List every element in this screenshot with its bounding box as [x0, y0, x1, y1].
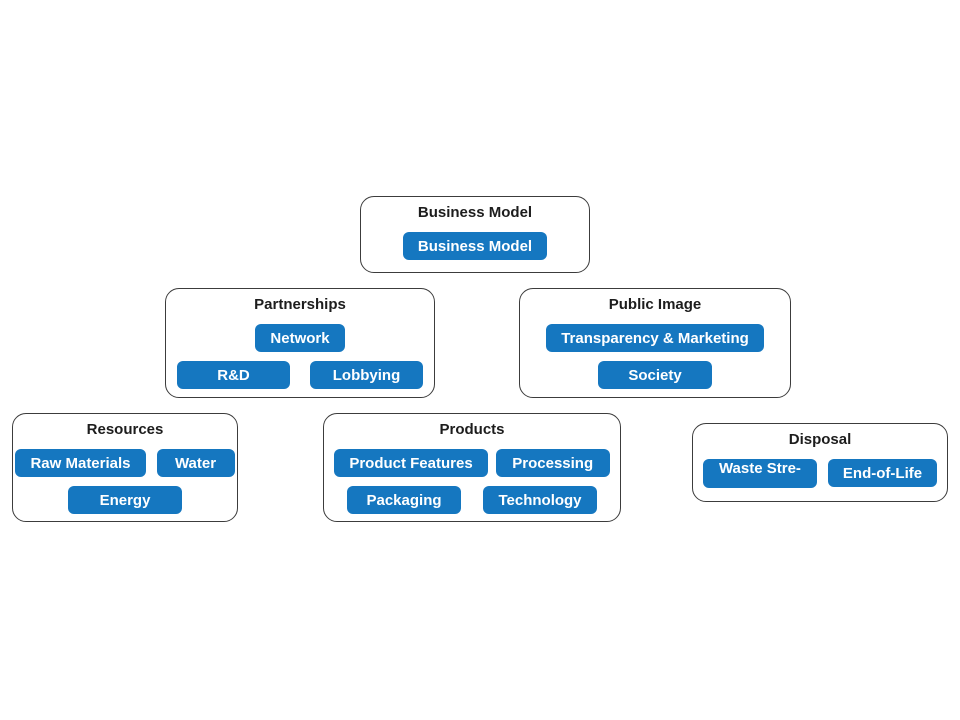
group-title-public-image: Public Image: [608, 296, 702, 313]
group-partnerships[interactable]: Partnerships Network R&D Lobbying: [165, 288, 435, 398]
node-row: Society: [598, 361, 712, 389]
node-processing[interactable]: Processing: [495, 449, 610, 477]
node-lobbying[interactable]: Lobbying: [310, 361, 423, 389]
group-title-business-model: Business Model: [417, 204, 533, 221]
node-water[interactable]: Water: [156, 449, 235, 477]
group-business-model[interactable]: Business Model Business Model: [360, 196, 590, 273]
node-row: Packaging Technology: [347, 486, 597, 514]
node-product-features[interactable]: Product Features: [334, 449, 488, 477]
node-row: Raw Materials Water: [15, 449, 235, 477]
group-title-partnerships: Partnerships: [254, 296, 346, 313]
group-title-resources: Resources: [86, 421, 164, 438]
node-row: R&D Lobbying: [177, 361, 423, 389]
node-energy[interactable]: Energy: [68, 486, 182, 514]
group-title-disposal: Disposal: [788, 431, 852, 448]
node-end-of-life[interactable]: End-of-Life: [827, 459, 938, 487]
node-rnd[interactable]: R&D: [177, 361, 290, 389]
node-row: Transparency & Marketing: [546, 324, 764, 352]
node-society[interactable]: Society: [598, 361, 712, 389]
group-public-image[interactable]: Public Image Transparency & Marketing So…: [519, 288, 791, 398]
node-transparency-marketing[interactable]: Transparency & Marketing: [546, 324, 764, 352]
node-waste-streams[interactable]: Waste Stre-: [702, 459, 817, 488]
node-row: Business Model: [402, 232, 548, 260]
group-disposal[interactable]: Disposal Waste Stre- End-of-Life: [692, 423, 948, 502]
group-title-products: Products: [439, 421, 505, 438]
group-products[interactable]: Products Product Features Processing Pac…: [323, 413, 621, 522]
node-row: Product Features Processing: [334, 449, 610, 477]
node-technology[interactable]: Technology: [483, 486, 597, 514]
node-packaging[interactable]: Packaging: [347, 486, 461, 514]
node-business-model[interactable]: Business Model: [402, 232, 548, 260]
group-resources[interactable]: Resources Raw Materials Water Energy: [12, 413, 238, 522]
node-row: Network: [255, 324, 345, 352]
node-row: Energy: [68, 486, 182, 514]
node-network[interactable]: Network: [255, 324, 345, 352]
node-raw-materials[interactable]: Raw Materials: [15, 449, 146, 477]
node-row: Waste Stre- End-of-Life: [702, 459, 938, 488]
